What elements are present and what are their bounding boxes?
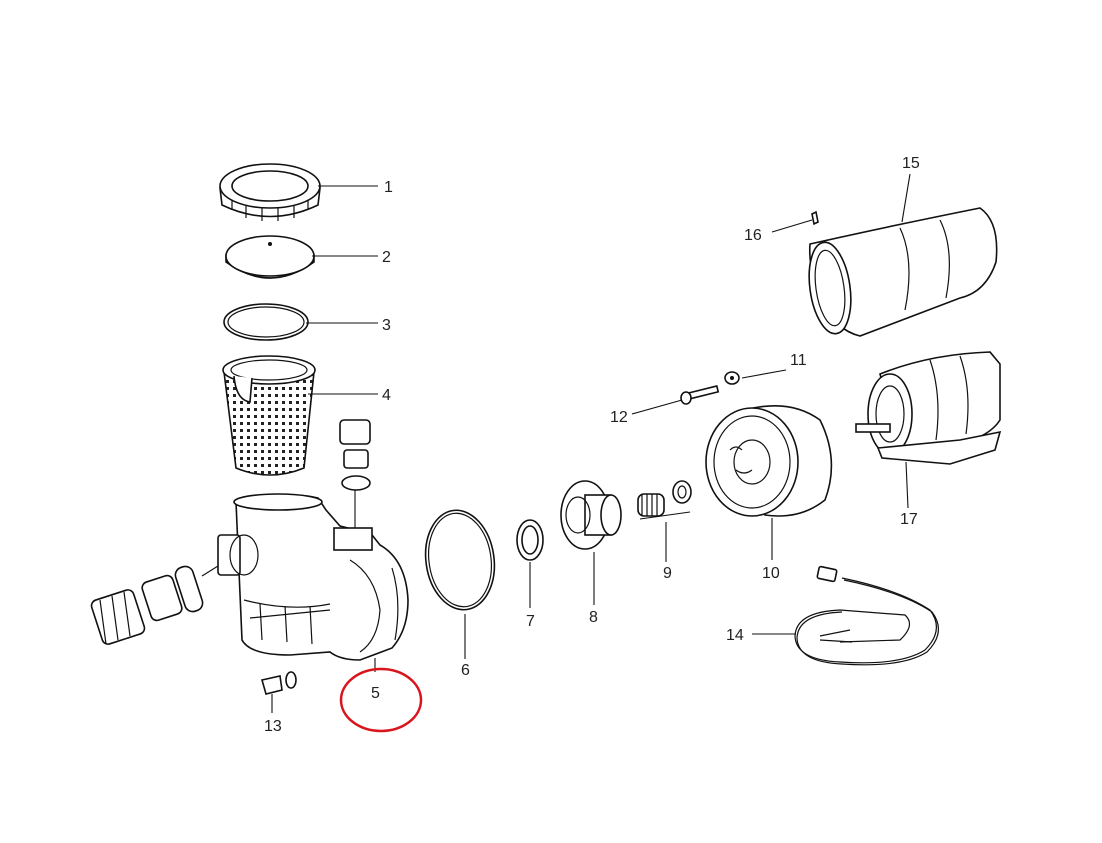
- screw-part: [811, 210, 819, 226]
- power-cord-part: [794, 565, 939, 666]
- callout-2: 2: [382, 249, 391, 266]
- callout-11: 11: [790, 352, 807, 369]
- callout-6: 6: [461, 662, 470, 679]
- lid-ring-part: [219, 163, 321, 221]
- callout-1: 1: [384, 179, 393, 196]
- callout-12: 12: [610, 409, 628, 426]
- callout-numbers: 1 2 3 4 5 6 7 8 9 10 11 12 13 14 15 16 1…: [264, 155, 920, 735]
- motor-cover-part: [808, 207, 998, 337]
- callout-13: 13: [264, 718, 282, 735]
- drain-plug-part: [260, 671, 297, 695]
- callout-4: 4: [382, 387, 391, 404]
- leader-lines: [271, 173, 911, 713]
- callout-17: 17: [900, 511, 918, 528]
- diffuser-seal-part: [516, 519, 544, 561]
- impeller-part: [560, 480, 622, 550]
- callout-7: 7: [526, 613, 535, 630]
- callout-5: 5: [371, 685, 380, 702]
- washer-part: [724, 371, 740, 385]
- union-fittings: [90, 565, 219, 645]
- bolt-part: [680, 385, 720, 405]
- callout-15: 15: [902, 155, 920, 172]
- callout-14: 14: [726, 627, 744, 644]
- seal-plate-part: [705, 405, 833, 517]
- motor-part: [855, 351, 1002, 465]
- lid-o-ring-part: [223, 303, 309, 341]
- callout-16: 16: [744, 227, 762, 244]
- pump-housing-part: [217, 493, 409, 661]
- callout-9: 9: [663, 565, 672, 582]
- shaft-seal-part: [637, 480, 692, 517]
- lid-part: [225, 235, 315, 279]
- strainer-basket-part: [222, 355, 316, 476]
- highlight-circle: [339, 667, 423, 733]
- callout-8: 8: [589, 609, 598, 626]
- callout-3: 3: [382, 317, 391, 334]
- housing-gasket-part: [424, 509, 496, 611]
- callout-10: 10: [762, 565, 780, 582]
- drain-union-part: [339, 419, 371, 528]
